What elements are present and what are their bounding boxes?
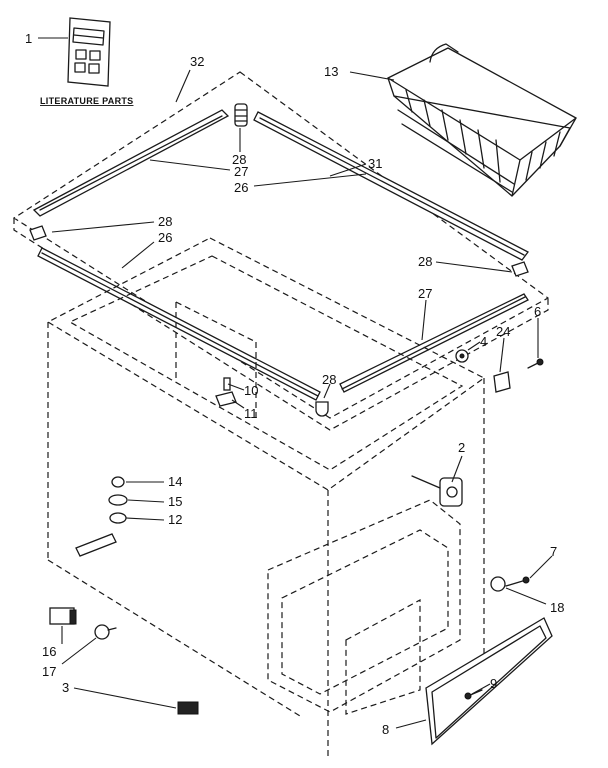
callout-8: 8 <box>382 722 389 737</box>
callout-24: 24 <box>496 324 510 339</box>
callout-4: 4 <box>480 334 487 349</box>
hinge-right <box>511 261 529 277</box>
hinge-block-24 <box>493 371 511 393</box>
screw-7 <box>505 576 530 587</box>
callout-27-right: 27 <box>418 286 432 301</box>
wire-basket <box>387 43 577 197</box>
cabinet-outline <box>46 237 486 758</box>
lid-outline <box>12 71 550 431</box>
callout-27-top: 27 <box>234 164 248 179</box>
callout-32: 32 <box>190 54 204 69</box>
lid-strip-top-right <box>253 111 529 261</box>
literature-booklet <box>67 17 111 87</box>
callout-28-top: 28 <box>232 152 246 167</box>
bezel-15 <box>108 494 128 506</box>
drain-plug-17 <box>94 624 117 640</box>
callout-18: 18 <box>550 600 564 615</box>
callout-14: 14 <box>168 474 182 489</box>
callout-1: 1 <box>25 31 32 46</box>
callout-12: 12 <box>168 512 182 527</box>
callout-7: 7 <box>550 544 557 559</box>
thermostat-2 <box>411 475 463 507</box>
screw-9 <box>464 689 483 700</box>
callout-28-front: 28 <box>322 372 336 387</box>
hinge-left <box>29 225 47 241</box>
callout-2: 2 <box>458 440 465 455</box>
literature-parts-caption: LITERATURE PARTS <box>40 96 133 106</box>
callout-9: 9 <box>490 676 497 691</box>
screw-6 <box>527 358 544 369</box>
lid-strip-top-left <box>32 109 230 217</box>
callout-6: 6 <box>534 304 541 319</box>
callouts: 1 32 13 28 27 31 26 28 26 28 27 6 24 4 2… <box>25 31 564 737</box>
lid-strip-right-front <box>339 293 529 393</box>
latch-bracket <box>215 377 237 407</box>
callout-13: 13 <box>324 64 338 79</box>
callout-10: 10 <box>244 383 258 398</box>
leader-lines <box>38 37 553 729</box>
callout-26-left: 26 <box>158 230 172 245</box>
wire-clip-3 <box>177 701 199 715</box>
hinge-top <box>234 103 248 127</box>
washer-4 <box>455 349 469 363</box>
grommet-18 <box>490 576 506 592</box>
callout-28-right: 28 <box>418 254 432 269</box>
knob-14 <box>111 476 125 488</box>
callout-28-left: 28 <box>158 214 172 229</box>
callout-31: 31 <box>368 156 382 171</box>
lid-strip-left-front <box>37 247 321 401</box>
callout-3: 3 <box>62 680 69 695</box>
callout-17: 17 <box>42 664 56 679</box>
callout-11: 11 <box>244 406 258 421</box>
callout-16: 16 <box>42 644 56 659</box>
callout-26-top: 26 <box>234 180 248 195</box>
callout-15: 15 <box>168 494 182 509</box>
light-switch-12 <box>75 512 127 557</box>
drain-cap-16 <box>49 607 77 625</box>
grille-panel-8 <box>425 617 553 746</box>
hinge-front <box>315 401 329 417</box>
